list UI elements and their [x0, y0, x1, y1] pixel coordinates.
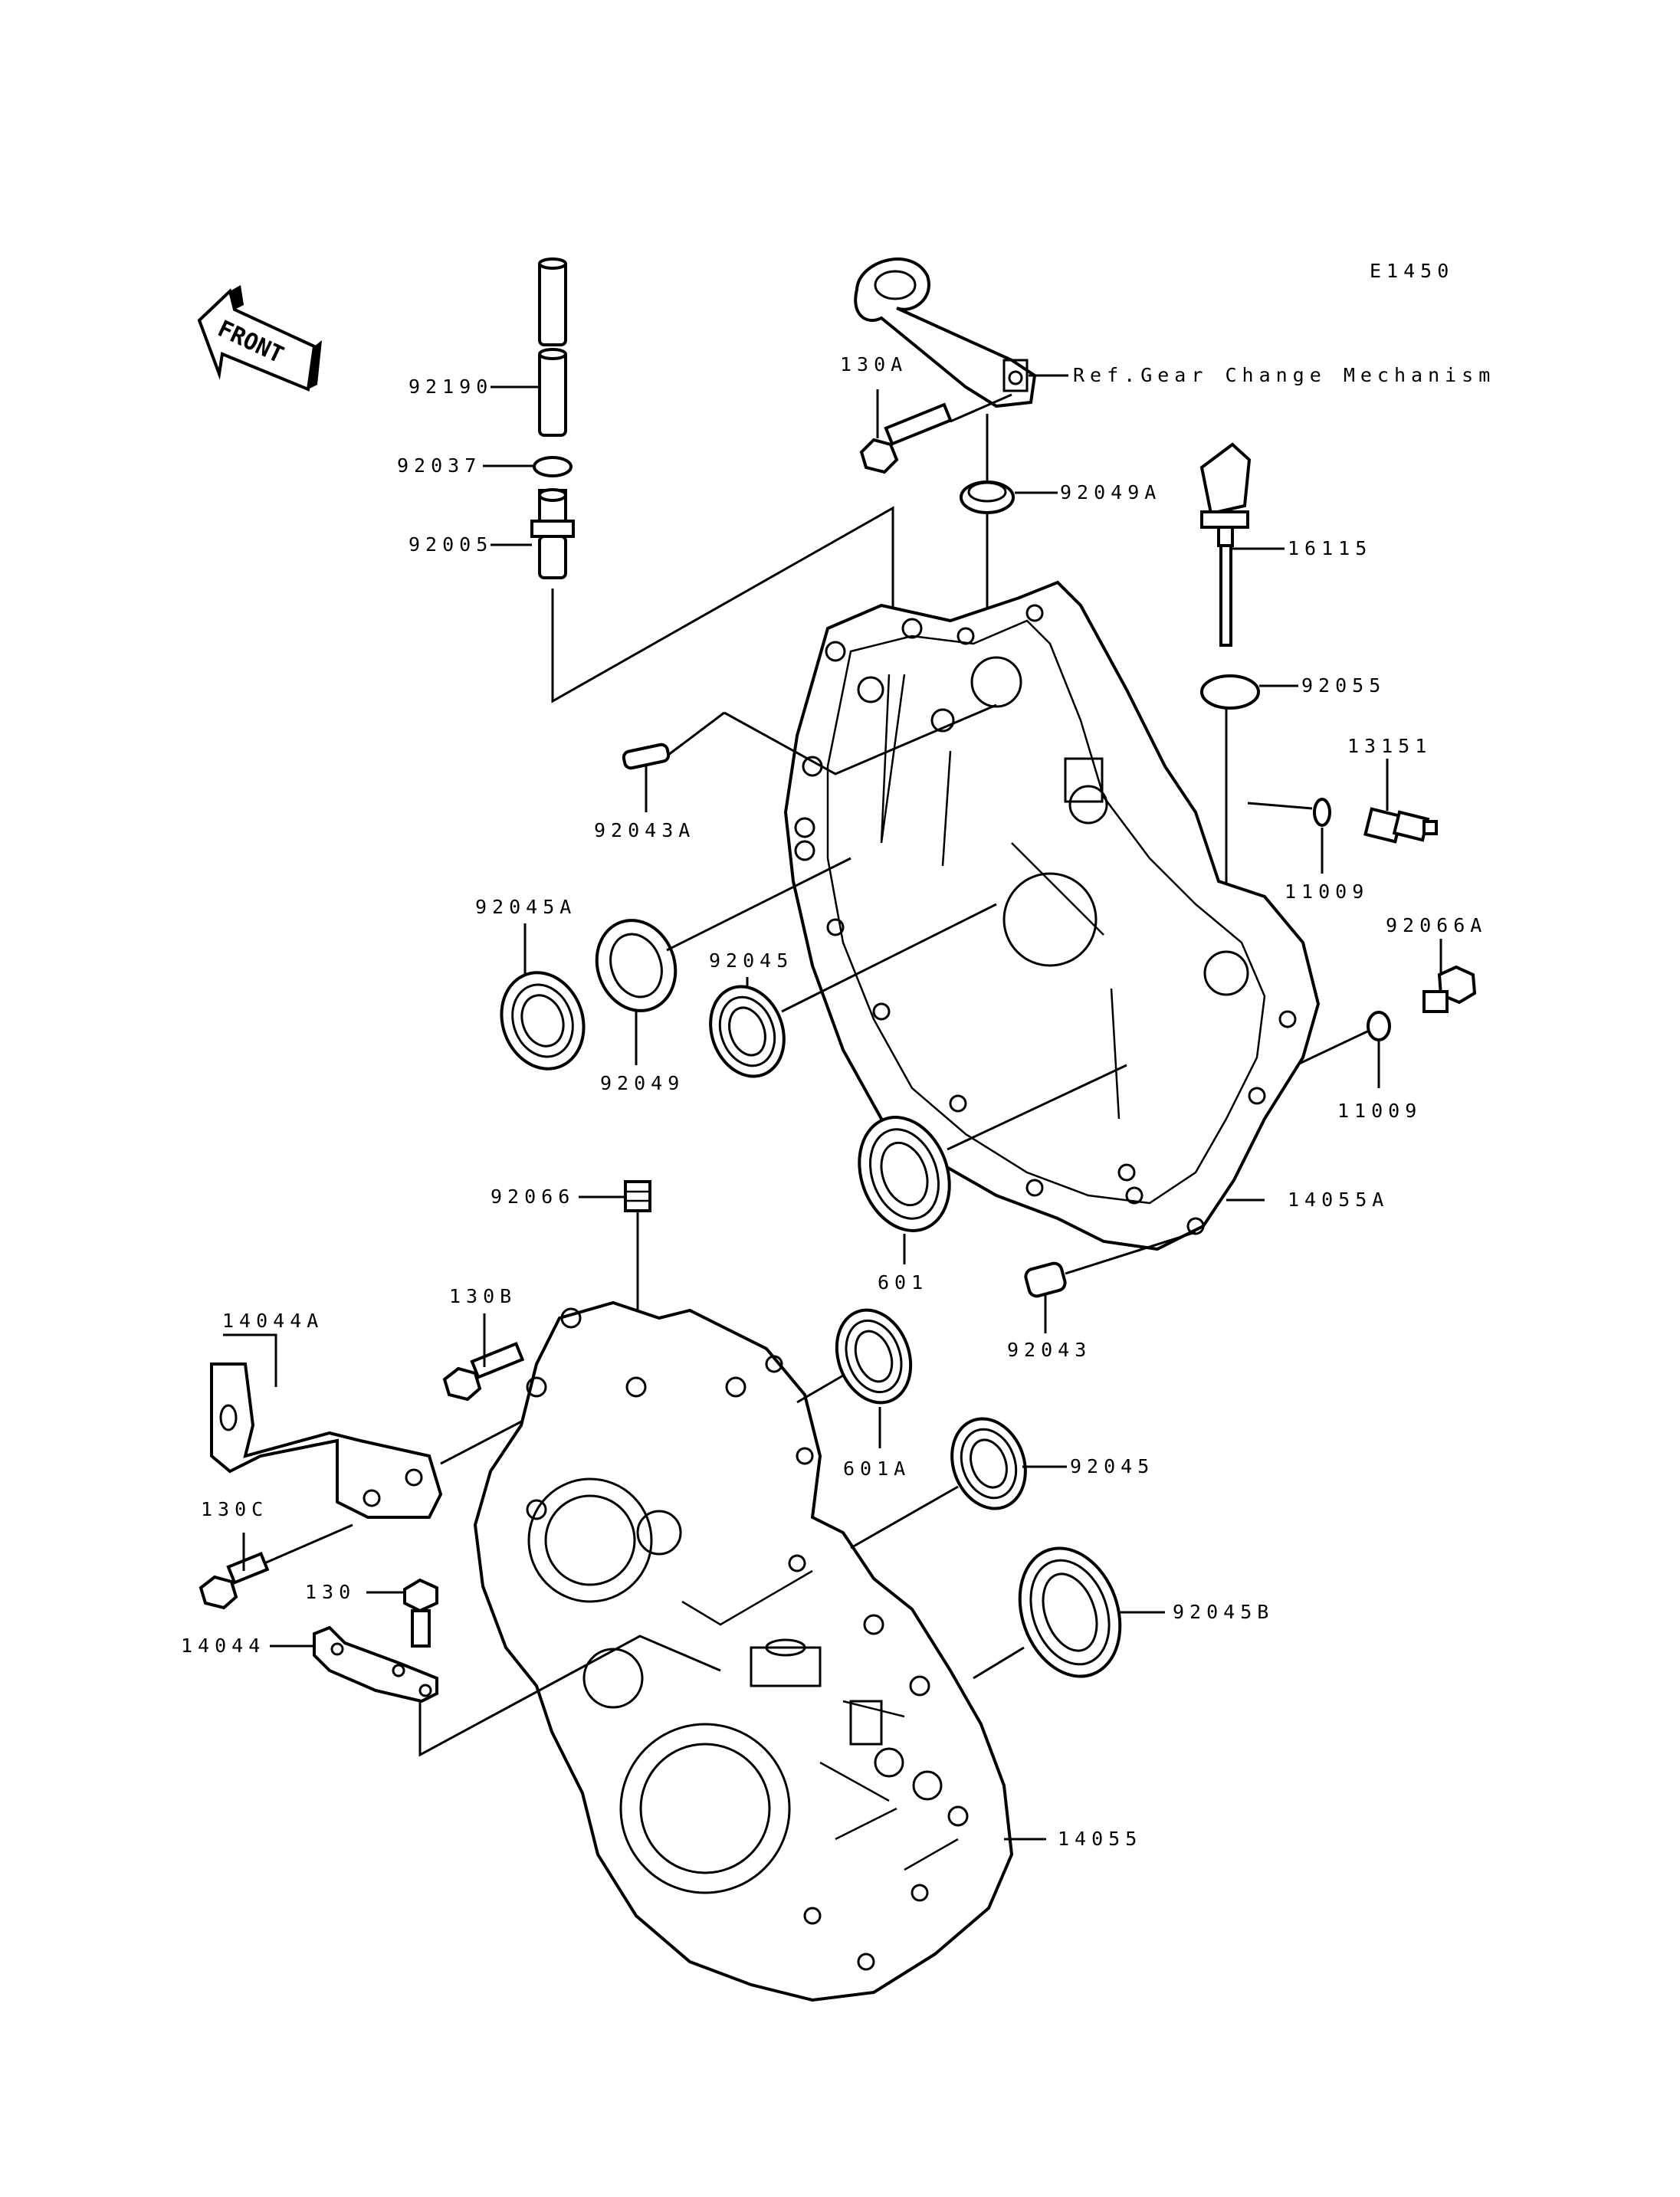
bolt-130-icon [403, 1578, 438, 1648]
callout-92190: 92190 [409, 375, 493, 398]
bolt-130C-icon [199, 1551, 270, 1610]
callout-92045B: 92045B [1173, 1601, 1274, 1623]
callout-14055: 14055 [1058, 1828, 1142, 1850]
plug-92066A-icon [1422, 965, 1477, 1013]
dowel-92043A-icon [622, 743, 671, 770]
callout-14044: 14044 [181, 1635, 265, 1657]
callout-130C: 130C [201, 1498, 268, 1520]
bearing-92045-lower-icon [950, 1417, 1027, 1510]
callout-92043: 92043 [1007, 1339, 1091, 1361]
clip-92037-icon [533, 456, 573, 477]
gear-change-lever-icon [854, 257, 1037, 408]
bearing-92045B-icon [1018, 1546, 1122, 1678]
callout-92045-lower: 92045 [1070, 1455, 1154, 1477]
fitting-92005-icon [530, 488, 575, 579]
bearing-92045A-icon [500, 971, 586, 1071]
callout-601A: 601A [843, 1458, 911, 1480]
callout-16115: 16115 [1288, 537, 1372, 559]
bearing-601A-icon [835, 1308, 913, 1405]
callout-92055: 92055 [1301, 674, 1386, 697]
pipe-92190-icon [538, 257, 567, 437]
diagram-id: E1450 [1370, 260, 1454, 282]
callout-130A: 130A [840, 353, 907, 375]
plug-92066-icon [624, 1180, 651, 1212]
callout-14055A: 14055A [1288, 1189, 1389, 1211]
reference-note: Ref.Gear Change Mechanism [1073, 364, 1495, 386]
crankcase-cover-14055A-icon [783, 580, 1321, 1251]
washer-11009b-icon [1367, 1011, 1391, 1041]
callout-92049A: 92049A [1060, 481, 1161, 503]
seal-92049-icon [595, 919, 678, 1012]
callout-14044A: 14044A [222, 1310, 323, 1332]
callout-11009-lower: 11009 [1337, 1100, 1422, 1122]
callout-92043A: 92043A [594, 819, 695, 841]
callout-92037: 92037 [397, 454, 481, 477]
callout-92045-upper: 92045 [709, 949, 793, 972]
washer-11009-icon [1313, 798, 1331, 827]
callout-92045A: 92045A [475, 896, 576, 918]
callout-130: 130 [305, 1581, 356, 1603]
bolt-130A-icon [859, 402, 953, 474]
seal-92049A-icon [960, 480, 1015, 514]
bolt-130B-icon [442, 1341, 525, 1402]
callout-13151: 13151 [1347, 735, 1432, 757]
switch-13151-icon [1363, 807, 1438, 844]
callout-92005: 92005 [409, 533, 493, 556]
callout-130B: 130B [449, 1285, 517, 1307]
dowel-92043-icon [1024, 1261, 1067, 1298]
crankcase-14055-icon [473, 1300, 1014, 2002]
bearing-601-icon [858, 1116, 951, 1232]
dipstick-16115-icon [1199, 442, 1252, 647]
callout-601: 601 [878, 1271, 928, 1294]
bracket-14044A-icon [210, 1362, 443, 1519]
bearing-92045-upper-icon [709, 985, 786, 1078]
front-arrow-icon: FRONT [197, 285, 322, 392]
bracket-14044-icon [313, 1625, 438, 1703]
callout-11009-upper: 11009 [1285, 880, 1369, 903]
oring-92055-icon [1200, 674, 1260, 710]
callout-92066A: 92066A [1386, 914, 1487, 936]
callout-92049: 92049 [600, 1072, 684, 1094]
callout-92066: 92066 [491, 1185, 575, 1208]
